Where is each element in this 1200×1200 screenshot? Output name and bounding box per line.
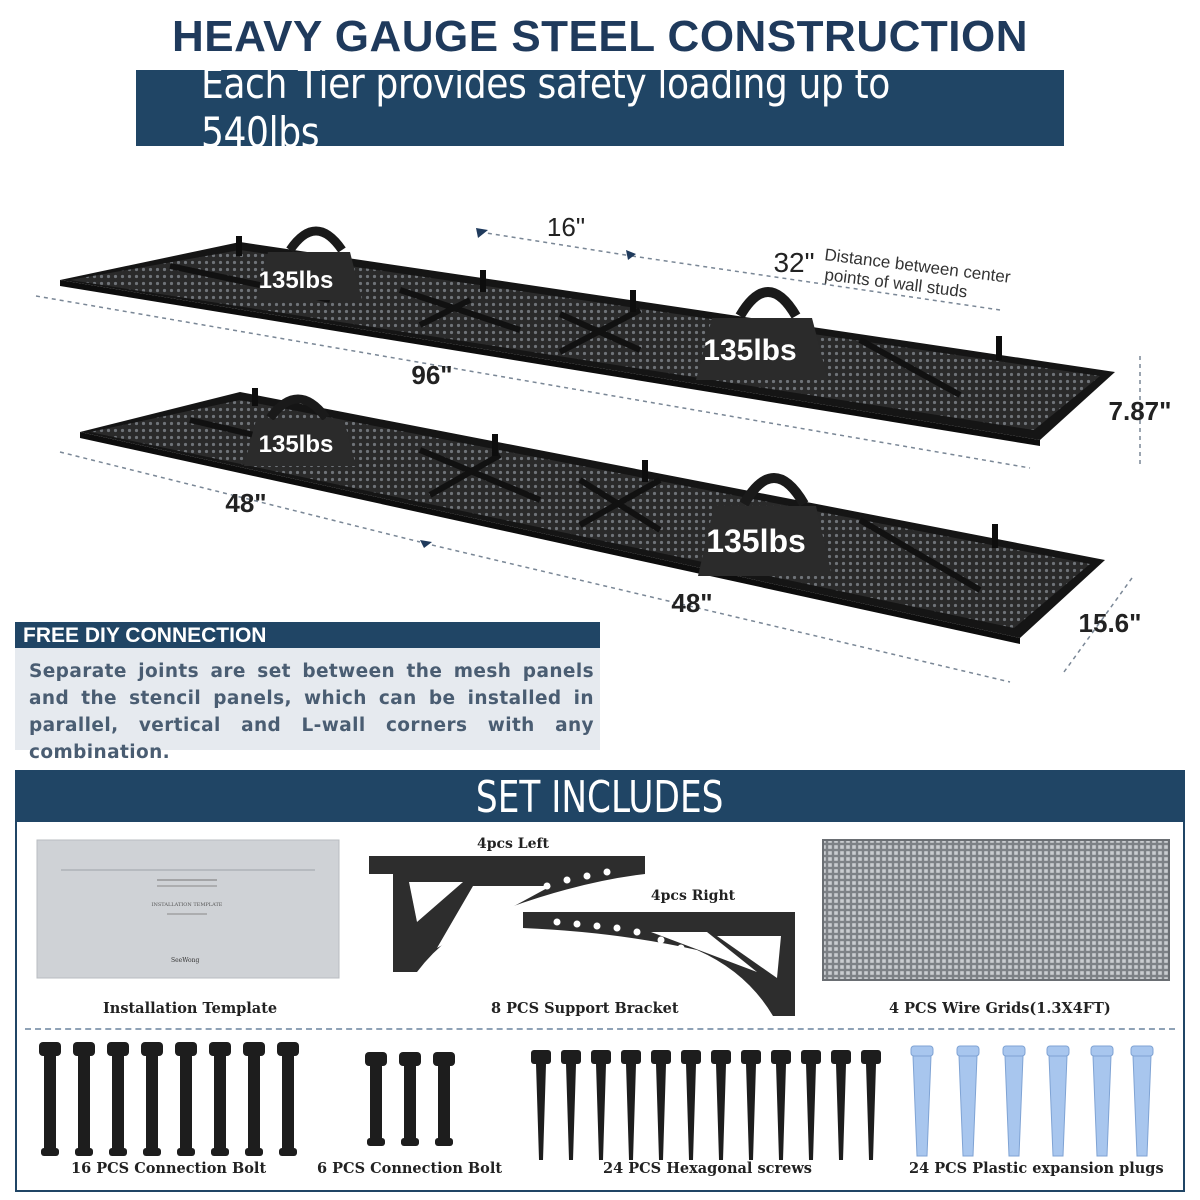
weight-3-label: 135lbs bbox=[259, 431, 334, 458]
set-includes-heading-bar: SET INCLUDES bbox=[17, 771, 1183, 823]
item-installation-template: Installation Template bbox=[103, 1000, 278, 1017]
item-support-bracket: 8 PCS Support Bracket bbox=[491, 1000, 679, 1017]
set-includes-heading: SET INCLUDES bbox=[476, 771, 724, 823]
weight-3: 135lbs bbox=[244, 394, 356, 466]
weight-1-label: 135lbs bbox=[259, 267, 334, 294]
dim-center-distance: 32" bbox=[773, 247, 814, 278]
weight-1: 135lbs bbox=[256, 226, 362, 300]
item-hexagonal-screws: 24 PCS Hexagonal screws bbox=[603, 1160, 812, 1177]
dim-length-left: 48" bbox=[225, 488, 266, 518]
shelf-diagram: 135lbs 135lbs 135lbs 135lbs 16" 32" Dist… bbox=[35, 212, 1172, 683]
set-includes-illustrations: INSTALLATION TEMPLATE SeeWong bbox=[36, 836, 1170, 1160]
load-banner: Each Tier provides safety loading up to … bbox=[136, 59, 1064, 157]
item-plastic-plugs: 24 PCS Plastic expansion plugs bbox=[909, 1160, 1164, 1177]
item-wire-grids: 4 PCS Wire Grids(1.3X4FT) bbox=[889, 1000, 1111, 1017]
dim-height: 7.87" bbox=[1109, 396, 1172, 426]
dim-stud-spacing: 16" bbox=[547, 212, 585, 242]
weight-2-label: 135lbs bbox=[703, 334, 796, 367]
connection-bolts-6-image bbox=[365, 1052, 455, 1146]
bracket-right-label: 4pcs Right bbox=[651, 888, 736, 904]
set-includes-panel: SET INCLUDES INSTALLATION TEMPLATE SeeWo… bbox=[15, 770, 1185, 1192]
bracket-left-image bbox=[369, 856, 645, 972]
template-brand: SeeWong bbox=[171, 957, 199, 964]
diy-heading: FREE DIY CONNECTION bbox=[23, 624, 267, 647]
page-title: HEAVY GAUGE STEEL CONSTRUCTION bbox=[172, 12, 1028, 61]
diy-connection-panel: FREE DIY CONNECTION Separate joints are … bbox=[15, 622, 600, 763]
connection-bolts-16-image bbox=[39, 1042, 299, 1156]
diy-description: Separate joints are set between the mesh… bbox=[29, 661, 594, 763]
bracket-right-image bbox=[523, 912, 795, 1016]
bracket-left-label: 4pcs Left bbox=[477, 836, 550, 852]
load-banner-text: Each Tier provides safety loading up to … bbox=[200, 59, 890, 157]
weight-4: 135lbs bbox=[698, 473, 832, 576]
item-connection-bolt-6: 6 PCS Connection Bolt bbox=[317, 1160, 503, 1177]
weight-2: 135lbs bbox=[696, 287, 828, 380]
template-doc-title: INSTALLATION TEMPLATE bbox=[152, 902, 223, 908]
installation-template-image: INSTALLATION TEMPLATE SeeWong bbox=[36, 839, 340, 979]
wire-grid-image bbox=[822, 839, 1170, 981]
plastic-plugs-image bbox=[910, 1045, 1154, 1157]
weight-4-label: 135lbs bbox=[706, 523, 806, 559]
dim-length-total: 96" bbox=[411, 360, 452, 390]
dim-length-right: 48" bbox=[671, 588, 712, 618]
section-divider bbox=[25, 1028, 1175, 1030]
dim-depth: 15.6" bbox=[1079, 608, 1142, 638]
hexagonal-screws-image bbox=[531, 1050, 881, 1160]
item-connection-bolt-16: 16 PCS Connection Bolt bbox=[71, 1160, 267, 1177]
diy-heading-bar: FREE DIY CONNECTION bbox=[15, 622, 600, 648]
